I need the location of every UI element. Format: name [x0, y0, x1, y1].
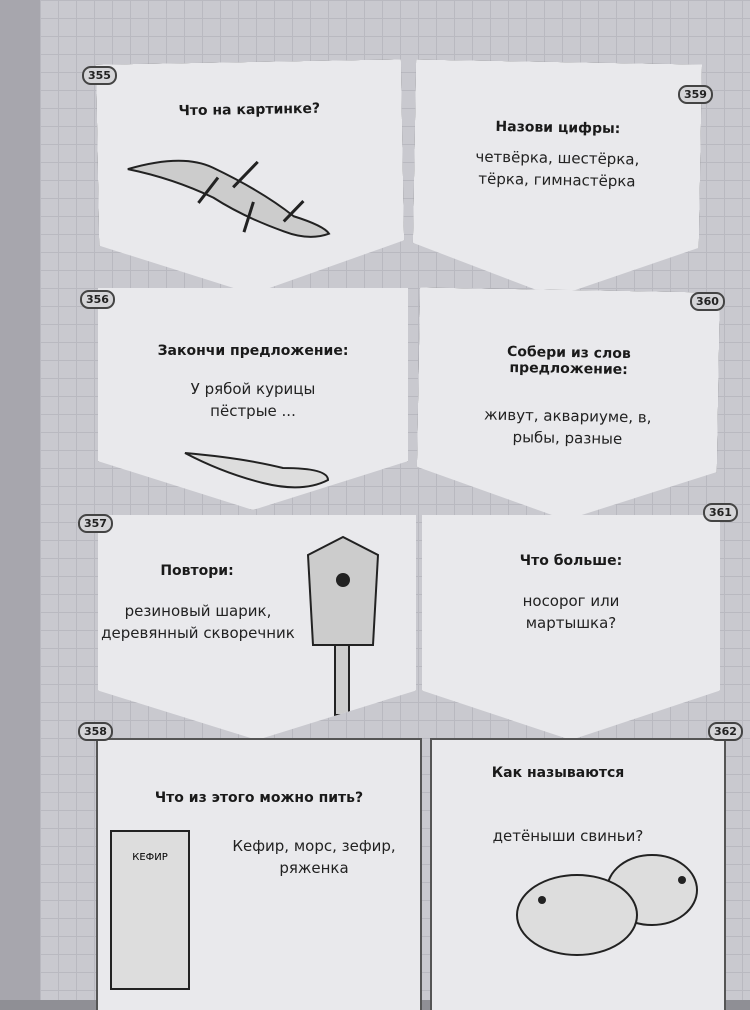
card-number: 358	[78, 722, 113, 741]
card-title: Как называются	[491, 765, 625, 781]
card-title: Назови цифры:	[495, 118, 621, 138]
card-title: Собери из слов предложение:	[506, 343, 631, 379]
card-362: Как называются детёныши свиньи?	[432, 740, 724, 1010]
card-357: Повтори: резиновый шарик, деревянный скв…	[98, 515, 416, 740]
card-361: Что больше: носорог или мартышка?	[422, 515, 720, 740]
card-number: 361	[703, 503, 738, 522]
card-title: Что больше:	[519, 553, 623, 569]
kefir-carton-icon: КЕФИР	[110, 830, 190, 990]
card-text: У рябой курицы пёстрые ...	[190, 380, 316, 420]
feather-icon	[184, 452, 330, 489]
card-text: детёныши свиньи?	[492, 827, 644, 845]
card-title: Повтори:	[160, 563, 234, 579]
card-358: Что из этого можно пить? Кефир, морс, зе…	[98, 740, 420, 1010]
card-number: 356	[80, 290, 115, 309]
card-356: Закончи предложение: У рябой курицы пёст…	[98, 288, 408, 510]
card-title: Что из этого можно пить?	[154, 790, 364, 806]
card-title: Закончи предложение:	[157, 343, 349, 359]
card-number: 355	[82, 66, 117, 85]
card-text: Кефир, морс, зефир, ряженка	[232, 837, 396, 877]
birdhouse-icon	[306, 535, 380, 716]
card-number: 359	[678, 85, 713, 104]
card-355: Что на картинке?	[96, 59, 405, 296]
card-text: резиновый шарик, деревянный скворечник	[101, 602, 295, 642]
lizard-icon	[122, 146, 334, 260]
card-number: 357	[78, 514, 113, 533]
card-number: 360	[690, 292, 725, 311]
pigs-icon	[516, 854, 698, 956]
card-text: четвёрка, шестёрка, тёрка, гимнастёрка	[475, 147, 640, 191]
card-number: 362	[708, 722, 743, 741]
card-text: носорог или мартышка?	[522, 592, 620, 632]
card-title: Что на картинке?	[178, 100, 321, 120]
card-text: живут, аквариуме, в, рыбы, разные	[483, 405, 652, 448]
